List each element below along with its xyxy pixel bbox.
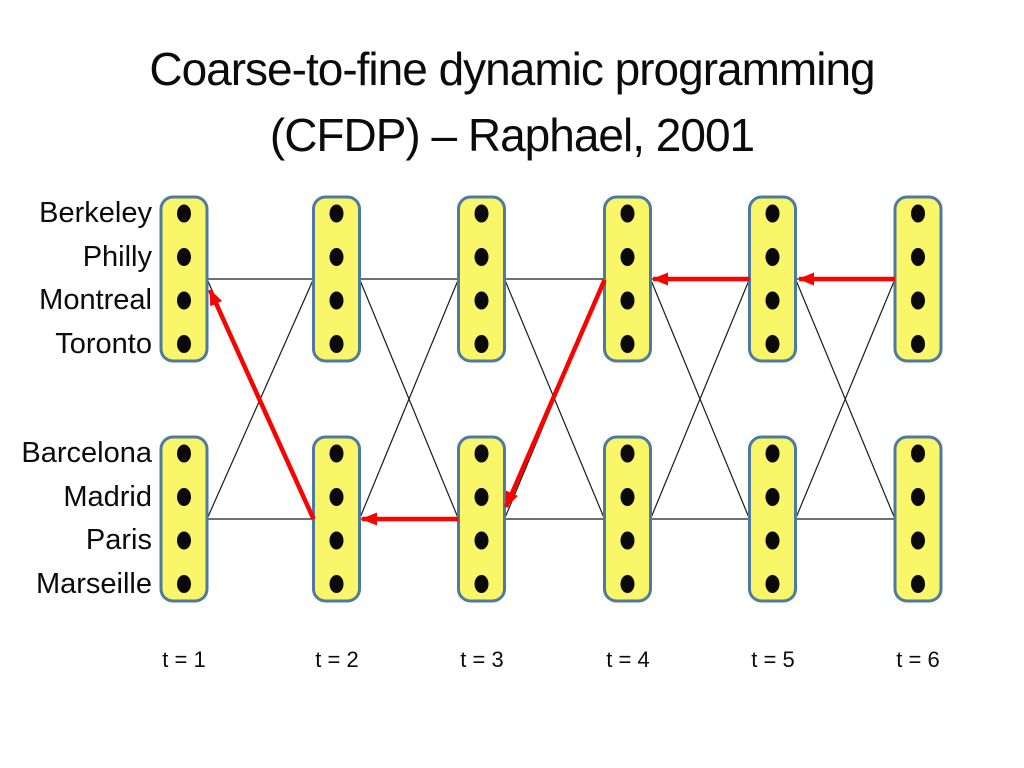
time-label-t6: t = 6 [896, 647, 940, 672]
time-label-t1: t = 1 [162, 647, 206, 672]
trellis-edge [358, 278, 460, 520]
state-dot [765, 575, 780, 593]
state-dot [911, 444, 925, 463]
state-boxes [159, 195, 943, 603]
state-group-box-t2-top [312, 195, 361, 363]
state-dot [765, 204, 780, 223]
state-dot [177, 335, 191, 353]
row-label-barcelona: Barcelona [21, 437, 152, 469]
time-label-t5: t = 5 [751, 647, 795, 672]
state-dot [765, 335, 780, 353]
state-dot [620, 204, 635, 223]
slide-title-line-1: Coarse-to-fine dynamic programming [149, 43, 875, 95]
time-label-t4: t = 4 [606, 647, 650, 672]
state-dot [177, 444, 191, 463]
state-dot [474, 335, 489, 353]
state-dot [911, 248, 925, 266]
state-group-box-t1-bottom [159, 435, 209, 603]
state-dot [620, 488, 635, 506]
state-dot [911, 335, 925, 353]
state-dot [620, 575, 635, 593]
slide-title: Coarse-to-fine dynamic programming (CFDP… [0, 36, 1024, 168]
cfdp-path-arrow [207, 289, 316, 520]
state-dot [620, 248, 635, 266]
state-group-box-t5-bottom [748, 435, 797, 603]
state-dot [911, 531, 925, 550]
state-dot [177, 248, 191, 266]
state-dot [620, 291, 635, 310]
state-dot [329, 575, 344, 593]
state-dot [329, 204, 344, 223]
state-dot [329, 488, 344, 506]
state-dot [474, 488, 489, 506]
state-group-box-t6-bottom [893, 435, 943, 603]
state-dot [620, 531, 635, 550]
time-label-t3: t = 3 [460, 647, 504, 672]
state-dot [474, 575, 489, 593]
state-dot [765, 291, 780, 310]
cfdp-path-arrow [503, 279, 607, 508]
row-label-philly: Philly [82, 241, 152, 273]
state-group-box-t3-top [457, 195, 506, 363]
state-dot [474, 291, 489, 310]
state-dot [911, 291, 925, 310]
state-dot [911, 575, 925, 593]
state-dot [177, 204, 191, 223]
state-group-box-t4-bottom [603, 435, 652, 603]
state-dot [911, 204, 925, 223]
state-dot [620, 444, 635, 463]
state-dot [474, 531, 489, 550]
state-dot [329, 335, 344, 353]
state-group-box-t4-top [603, 195, 652, 363]
state-dot [329, 248, 344, 266]
state-dot [765, 488, 780, 506]
cfdp-back-path [207, 272, 895, 526]
state-dot [911, 488, 925, 506]
row-label-paris: Paris [85, 524, 152, 556]
state-dot [765, 444, 780, 463]
row-label-marseille: Marseille [35, 568, 152, 600]
state-dot [474, 248, 489, 266]
row-label-montreal: Montreal [39, 284, 152, 316]
trellis-edge [794, 278, 896, 520]
state-dot [329, 531, 344, 550]
slide-title-line-2: (CFDP) – Raphael, 2001 [269, 109, 755, 161]
trellis-edge [649, 278, 751, 520]
state-dot [474, 444, 489, 463]
state-dot [177, 291, 191, 310]
state-dot [177, 531, 191, 550]
state-dot [329, 291, 344, 310]
time-label-t2: t = 2 [315, 647, 359, 672]
state-dot [620, 335, 635, 353]
row-label-madrid: Madrid [63, 481, 152, 513]
state-dot [329, 444, 344, 463]
state-group-box-t1-top [159, 195, 209, 363]
state-dot [765, 248, 780, 266]
state-dot [765, 531, 780, 550]
state-dot [177, 575, 191, 593]
state-dot [177, 488, 191, 506]
row-label-toronto: Toronto [55, 328, 152, 360]
state-dot [474, 204, 489, 223]
row-label-berkeley: Berkeley [39, 197, 152, 229]
